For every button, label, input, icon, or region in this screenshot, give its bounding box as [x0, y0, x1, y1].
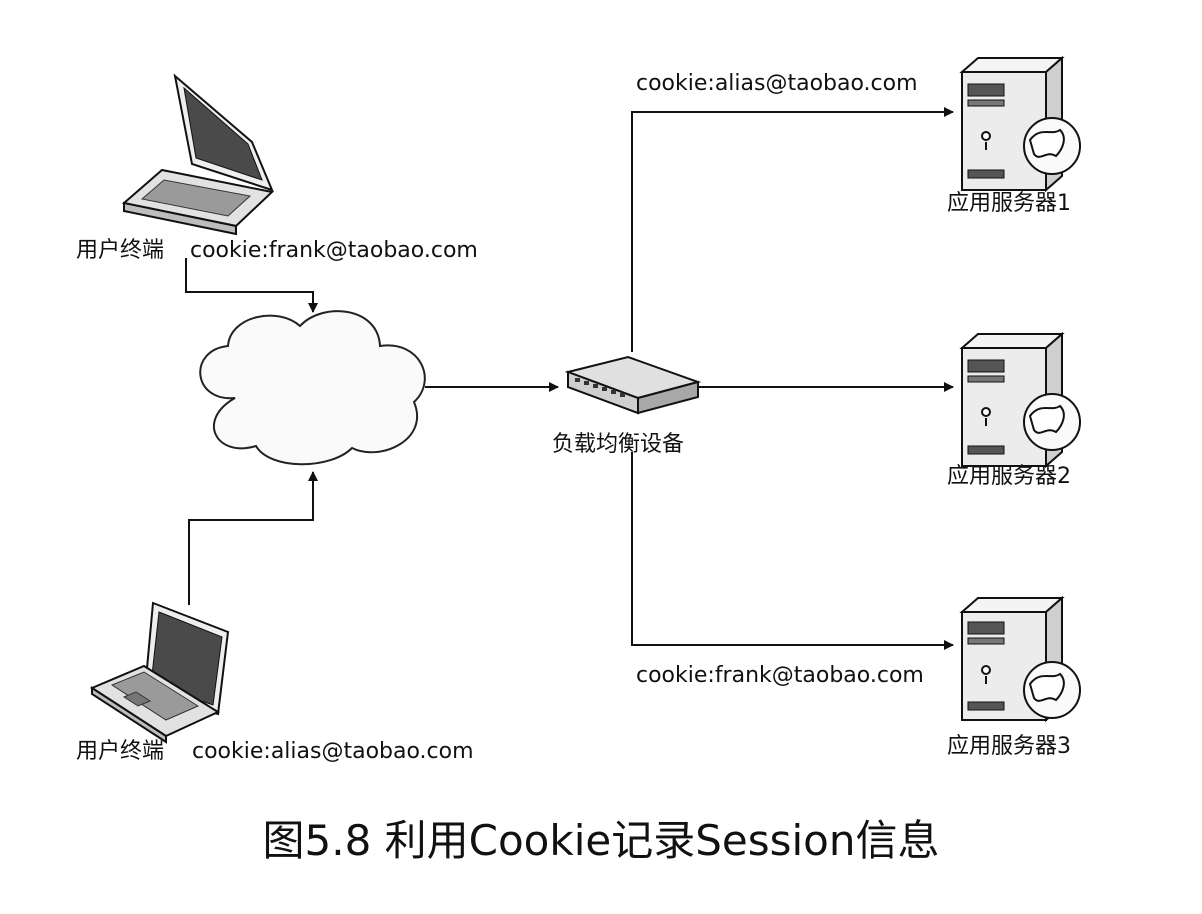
internet-cloud-icon [199, 310, 426, 466]
connector-laptop2-cloud [188, 471, 318, 605]
server-1-cookie: cookie:alias@taobao.com [636, 71, 918, 96]
client-1-label: 用户终端 [76, 238, 165, 263]
laptop-icon-1 [121, 73, 275, 236]
server-icon-1 [959, 55, 1081, 193]
figure-caption: 图5.8 利用Cookie记录Session信息 [262, 816, 940, 865]
connector-balancer-server3 [631, 452, 954, 650]
load-balancer-switch-icon [564, 355, 702, 415]
laptop-icon-2 [89, 601, 230, 744]
connector-laptop1-cloud [185, 258, 318, 313]
server-icon-3 [959, 595, 1081, 723]
client-2-cookie: cookie:alias@taobao.com [192, 739, 474, 764]
load-balancer-label: 负载均衡设备 [552, 432, 685, 457]
server-2-label: 应用服务器2 [947, 464, 1071, 489]
server-3-label: 应用服务器3 [947, 734, 1071, 759]
connector-balancer-server1 [631, 107, 954, 352]
client-1-cookie: cookie:frank@taobao.com [190, 238, 478, 263]
client-2-label: 用户终端 [76, 739, 165, 764]
server-1-label: 应用服务器1 [947, 191, 1071, 216]
server-3-cookie: cookie:frank@taobao.com [636, 663, 924, 688]
server-icon-2 [959, 331, 1081, 469]
connectors [185, 107, 954, 650]
